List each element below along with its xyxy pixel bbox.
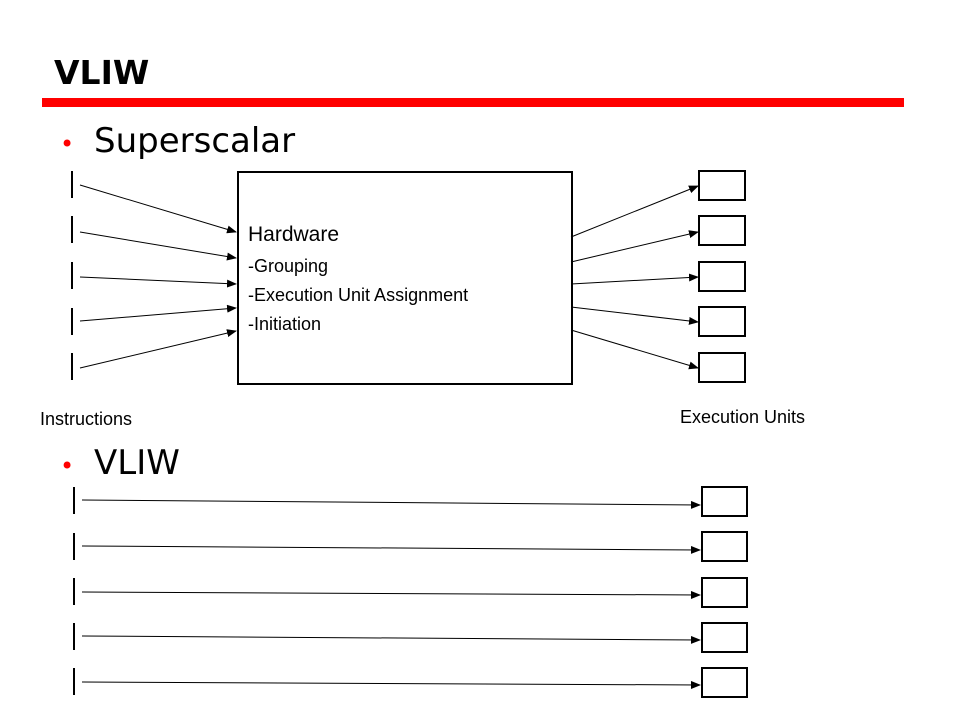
dispatch-arrow <box>570 230 699 263</box>
bullet-vliw: • VLIW <box>60 446 180 480</box>
execution-unit-box <box>701 667 748 698</box>
direct-arrow <box>81 635 701 644</box>
execution-unit-box <box>698 261 746 292</box>
execution-unit-box <box>701 622 748 653</box>
slide-title: VLIW <box>54 53 150 92</box>
direct-arrow <box>81 590 701 599</box>
execution-unit-box <box>698 352 746 383</box>
hardware-item-initiation: -Initiation <box>248 314 322 334</box>
direct-arrow <box>81 499 701 509</box>
execution-unit-box <box>698 170 746 201</box>
instruction-arrow <box>79 184 237 234</box>
execution-unit-box <box>698 215 746 246</box>
dispatch-arrow <box>570 306 699 325</box>
hardware-box <box>237 171 573 385</box>
instruction-arrow <box>79 304 237 322</box>
dispatch-arrow <box>570 329 699 370</box>
bullet-label: VLIW <box>94 443 180 483</box>
execution-unit-box <box>701 531 748 562</box>
instruction-arrow <box>79 276 237 288</box>
instruction-arrow <box>79 329 237 369</box>
title-underline <box>42 98 904 107</box>
bullet-label: Superscalar <box>94 121 296 161</box>
hardware-title: Hardware <box>248 223 340 246</box>
direct-arrow <box>81 680 701 689</box>
dispatch-arrow <box>570 185 699 238</box>
bullet-dot: • <box>60 130 75 158</box>
bullet-superscalar: • Superscalar <box>60 124 295 158</box>
execution-unit-box <box>698 306 746 337</box>
execution-unit-box <box>701 577 748 608</box>
bullet-dot: • <box>60 452 75 480</box>
dispatch-arrow <box>570 273 699 285</box>
execution-unit-box <box>701 486 748 517</box>
instruction-arrow <box>79 231 237 261</box>
hardware-item-grouping: -Grouping <box>248 256 329 276</box>
instructions-caption: Instructions <box>40 409 133 429</box>
direct-arrow <box>81 545 701 554</box>
hardware-item-assignment: -Execution Unit Assignment <box>248 285 469 305</box>
execution-units-caption: Execution Units <box>680 407 806 427</box>
